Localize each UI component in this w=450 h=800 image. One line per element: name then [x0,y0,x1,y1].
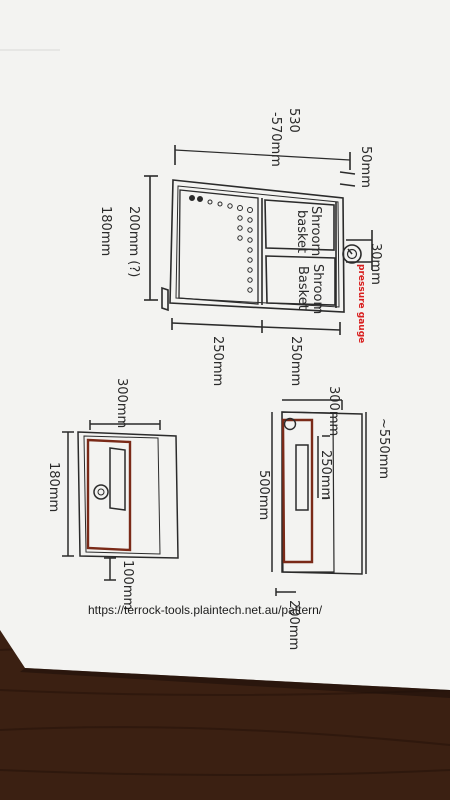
paper-sheet [0,0,450,690]
label-shroom-basket-2a: Shroom [310,264,325,314]
dim-30mm-right: 30mm [368,243,383,285]
side-view-sketch [62,420,179,581]
dim-180mm-lower-left: 180mm [46,462,61,512]
dim-100mm-lower-left: 100mm [120,560,135,610]
dim-200mm-side: 200mm (?) [126,206,141,277]
label-shroom-basket-1a: Shroom [308,206,323,256]
side-pressure-gauge-icon [93,484,109,500]
dim-550mm-far-right: ~550mm [376,418,391,479]
dim-530: 530 [286,108,301,133]
dim-250mm-bottom-right: 250mm [288,336,303,386]
dim-250mm-lower-right-inner: 250mm [318,450,333,500]
label-shroom-basket-2b: Basket [295,266,310,310]
printed-url: https://terrock-tools.plaintech.net.au/p… [88,603,323,617]
cabinet-front-sketch [144,145,373,335]
dim-200mm-bottom-right: 200mm [286,600,301,650]
top-view-sketch [271,399,367,596]
top-pressure-gauge-icon [283,417,297,431]
dim-300mm-lower-left: 300mm [114,378,129,428]
dim-50mm-top: 50mm [358,146,373,188]
label-shroom-basket-1b: basket [294,210,309,253]
dim-180mm-side: 180mm [98,206,113,256]
dim-250mm-bottom-left: 250mm [210,336,225,386]
label-pressure-gauge: pressure gauge [356,264,366,343]
pressure-gauge-icon [342,244,362,264]
dim-570mm: -570mm [268,112,283,167]
dim-500mm-lower-right: 500mm [256,470,271,520]
vent-holes [189,195,253,293]
paper-shadow [20,668,450,698]
dim-300mm-lower-right: 300mm [326,386,341,436]
